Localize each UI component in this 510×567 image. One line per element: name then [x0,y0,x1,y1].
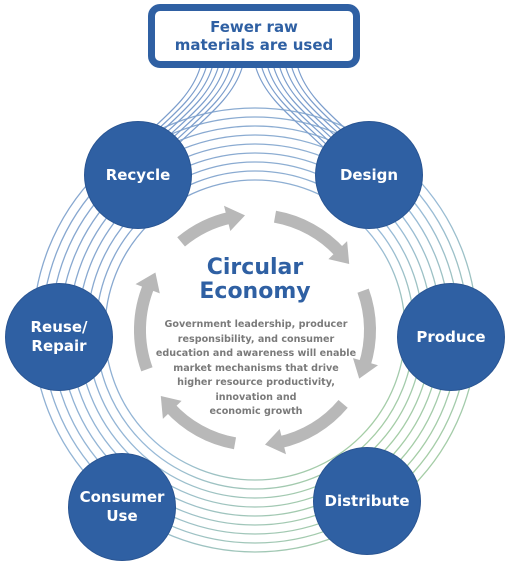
center-description: Government leadership, producer responsi… [155,319,357,417]
center-title: Circular Economy [199,255,311,304]
stage-distribute: Distribute [314,448,420,554]
cycle-arrow-head [160,396,182,419]
stage-recycle: Recycle [85,122,191,228]
fewer-raw-materials-text: Fewer raw materials are used [174,18,334,54]
cycle-arrows [134,205,378,455]
cycle-arrow-shaft [273,210,345,258]
stage-reuse-repair: Reuse/ Repair [6,284,112,390]
feed-line [171,67,243,151]
cycle-arrow-shaft [177,211,233,247]
fewer-raw-materials-box: Fewer raw materials are used [148,4,360,68]
cycle-arrow-shaft [165,402,237,450]
cycle-arrow-head [353,358,378,379]
feed-line [255,67,327,151]
cycle-arrow-shaft [134,282,155,372]
cycle-arrow-shaft [277,399,348,449]
feed-line [261,67,333,151]
cycle-arrow-head [328,241,350,264]
cycle-arrow-shaft [357,288,376,368]
cycle-arrow-head [135,272,160,294]
stage-design: Design [316,122,422,228]
cycle-arrow-head [265,429,286,455]
stage-produce: Produce [398,284,504,390]
cycle-arrow-head [224,205,245,231]
stage-consumer-use: Consumer Use [69,454,175,560]
